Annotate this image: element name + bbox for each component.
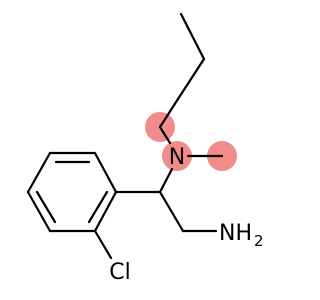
amine-subscript: 2 [254,232,264,250]
chlorine-label: Cl [109,260,130,285]
amine-label: NH [219,221,252,246]
ring-double-bond-left [35,190,57,224]
ring-double-bond-right [87,190,109,224]
bond-ring-6 [93,190,118,233]
bond-butyl-to-nitrogen [158,125,172,145]
bond-butyl-terminal [179,12,206,61]
bond-butyl-c3-c4 [158,97,180,129]
bond-chiral-carbon-methylene [158,190,185,233]
bond-butyl-c2-c3 [176,57,206,101]
highlight-n-atom [162,141,192,171]
bond-ring-4 [26,190,52,233]
bond-ring-chlorine [93,229,113,260]
molecule-structure: N Cl NH 2 [26,12,264,285]
bond-nitrogen-chiral-carbon [158,167,174,194]
bond-ring-1 [93,151,118,194]
bond-ring-3 [26,151,52,194]
nitrogen-label: N [169,145,185,170]
structure-canvas: N Cl NH 2 [26,12,264,285]
